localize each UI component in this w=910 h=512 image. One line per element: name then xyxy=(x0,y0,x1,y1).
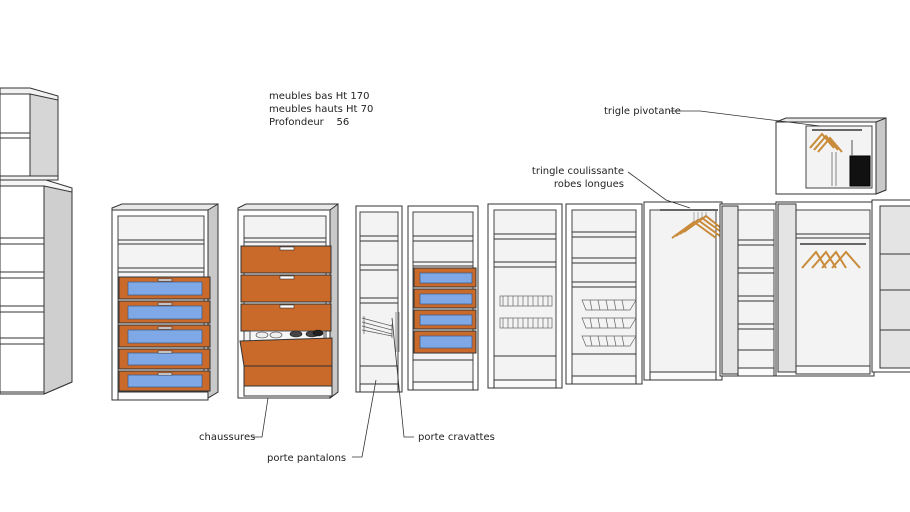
pants-rack xyxy=(361,316,393,338)
cabinet-wardrobe-hangers xyxy=(775,201,875,377)
cabinet-wardrobe-sliding-rod xyxy=(643,201,727,381)
hanger-group xyxy=(801,250,861,269)
cabinet-shelves-drawers xyxy=(407,205,479,391)
spec-height-high: meubles hauts Ht 70 xyxy=(269,104,374,115)
spec-depth: Profondeur 56 xyxy=(269,117,350,128)
shoe-wire-rack xyxy=(581,299,637,347)
label-tringle-coulissante: tringle coulissante xyxy=(531,166,624,177)
label-chaussures: chaussures xyxy=(199,432,256,443)
cabinet-wire-baskets xyxy=(487,203,563,389)
label-robes-longues: robes longues xyxy=(553,179,624,190)
leader-lines xyxy=(252,110,821,458)
cabinet-shoe-racks xyxy=(565,203,643,385)
cabinet-cropped-right xyxy=(871,199,910,373)
upper-cabinet-pivot-rod xyxy=(775,117,887,195)
spec-height-low: meubles bas Ht 170 xyxy=(269,91,370,102)
hanger-group xyxy=(809,132,843,153)
shoe-rack xyxy=(249,329,325,342)
cabinet-narrow-racks xyxy=(355,205,403,393)
wire-basket xyxy=(499,295,553,329)
tie-rack xyxy=(395,312,400,352)
cabinet-drawers-glass xyxy=(111,203,219,401)
cabinet-drawers-wood-shoes xyxy=(237,203,339,399)
corner-cabinet xyxy=(0,87,73,395)
label-trigle-pivotante: trigle pivotante xyxy=(604,106,681,117)
label-porte-pantalons: porte pantalons xyxy=(267,453,347,464)
cabinet-narrow-shelves xyxy=(719,203,779,377)
label-porte-cravattes: porte cravattes xyxy=(418,432,495,443)
